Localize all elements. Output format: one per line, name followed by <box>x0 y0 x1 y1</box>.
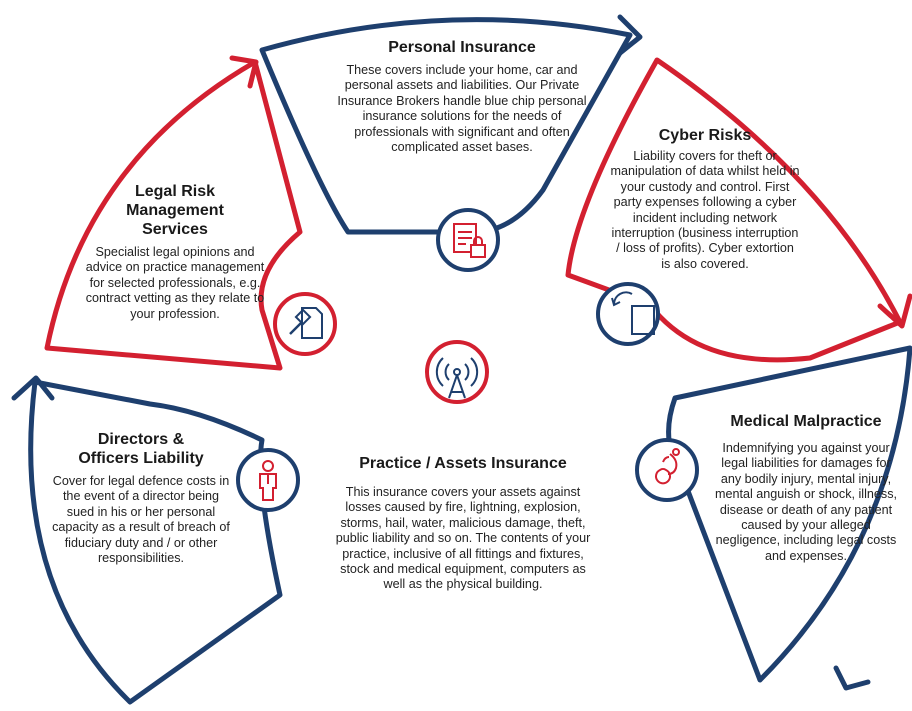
medical-title: Medical Malpractice <box>730 413 882 430</box>
personal-section-outline <box>259 17 633 235</box>
medical-body: Indemnifying you against your legal liab… <box>714 441 897 563</box>
directors-section: Directors & Officers Liability Cover for… <box>50 430 232 566</box>
legal-section: Legal Risk Management Services Specialis… <box>82 182 268 322</box>
cyber-arrow-head <box>877 293 912 329</box>
stethoscope-apple-icon <box>635 438 699 502</box>
medical-section-outline <box>666 345 912 683</box>
practice-title: Practice / Assets Insurance <box>359 455 567 472</box>
practice-section: Practice / Assets Insurance This insuran… <box>330 454 596 593</box>
directors-section-outline <box>28 379 283 705</box>
cyber-section: Cyber Risks Liability covers for theft o… <box>610 126 800 272</box>
directors-title: Directors & Officers Liability <box>78 431 204 467</box>
cyber-section-outline <box>565 57 903 363</box>
personal-arrow-head <box>617 14 643 56</box>
businessman-icon <box>236 448 300 512</box>
gavel-document-icon <box>273 292 337 356</box>
personal-title: Personal Insurance <box>388 39 536 56</box>
practice-body: This insurance covers your assets agains… <box>335 485 591 592</box>
personal-body: These covers include your home, car and … <box>337 63 587 155</box>
medical-section: Medical Malpractice Indemnifying you aga… <box>700 412 912 564</box>
restore-document-icon <box>596 282 660 346</box>
directors-arrow-head <box>11 375 55 401</box>
legal-section-outline <box>44 59 303 371</box>
document-lock-icon <box>436 208 500 272</box>
legal-arrow-head <box>229 55 259 89</box>
legal-body: Specialist legal opinions and advice on … <box>85 245 265 321</box>
cyber-title: Cyber Risks <box>658 127 752 144</box>
broadcast-tower-icon <box>425 340 489 404</box>
directors-body: Cover for legal defence costs in the eve… <box>52 474 230 566</box>
medical-arrow-head <box>833 665 871 691</box>
personal-section: Personal Insurance These covers include … <box>330 38 594 155</box>
cyber-body: Liability covers for theft or manipulati… <box>610 149 800 271</box>
legal-title: Legal Risk Management Services <box>126 183 224 238</box>
